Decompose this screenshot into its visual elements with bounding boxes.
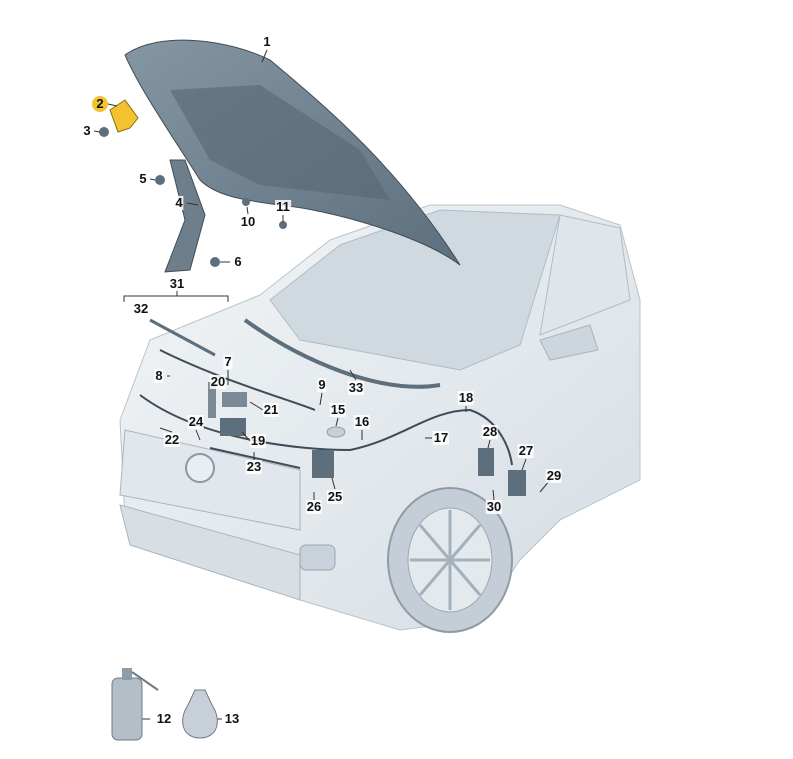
hood-strut — [164, 159, 206, 273]
callout-30[interactable]: 30 — [485, 499, 503, 514]
callout-13[interactable]: 13 — [223, 711, 241, 726]
mirror — [539, 324, 599, 361]
hook-27 — [508, 470, 526, 496]
lock-25 — [312, 450, 334, 478]
lower-bumper — [119, 504, 301, 601]
callout-4[interactable]: 4 — [174, 195, 184, 210]
callout-33[interactable]: 33 — [347, 380, 365, 395]
callout-12[interactable]: 12 — [155, 711, 173, 726]
seal-7 — [149, 318, 216, 357]
callout-18[interactable]: 18 — [457, 390, 475, 405]
seal-33 — [243, 318, 441, 389]
hook-28 — [478, 448, 494, 476]
windshield — [269, 209, 561, 371]
callout-11[interactable]: 11 — [275, 199, 291, 214]
vw-badge — [185, 453, 215, 483]
callout-31[interactable]: 31 — [168, 276, 186, 291]
grille — [119, 429, 301, 531]
callout-23[interactable]: 23 — [245, 459, 263, 474]
callout-1[interactable]: 1 — [262, 34, 272, 49]
callout-5[interactable]: 5 — [138, 171, 148, 186]
callout-6[interactable]: 6 — [233, 254, 243, 269]
callout-21[interactable]: 21 — [262, 402, 280, 417]
callout-2-highlighted[interactable]: 2 — [92, 96, 108, 112]
support-20 — [208, 382, 216, 418]
bracket-21 — [222, 392, 247, 407]
callout-22[interactable]: 22 — [163, 432, 181, 447]
callout-20[interactable]: 20 — [209, 374, 227, 389]
callout-9[interactable]: 9 — [317, 377, 327, 392]
callout-7[interactable]: 7 — [223, 354, 233, 369]
grease-bag — [182, 689, 218, 739]
fog-light — [299, 544, 336, 571]
callout-15[interactable]: 15 — [329, 402, 347, 417]
lock-19 — [220, 418, 246, 436]
callout-3[interactable]: 3 — [82, 123, 92, 138]
grease-can — [111, 677, 143, 741]
callout-24[interactable]: 24 — [187, 414, 205, 429]
callout-10[interactable]: 10 — [239, 214, 257, 229]
callout-17[interactable]: 17 — [432, 430, 450, 445]
hood-hinge-part-2 — [109, 99, 139, 133]
callout-25[interactable]: 25 — [326, 489, 344, 504]
callout-8[interactable]: 8 — [154, 368, 164, 383]
callout-29[interactable]: 29 — [545, 468, 563, 483]
callout-27[interactable]: 27 — [517, 443, 535, 458]
callout-19[interactable]: 19 — [249, 433, 267, 448]
callout-26[interactable]: 26 — [305, 499, 323, 514]
callout-16[interactable]: 16 — [353, 414, 371, 429]
callout-28[interactable]: 28 — [481, 424, 499, 439]
callout-32[interactable]: 32 — [132, 301, 150, 316]
side-window — [539, 214, 631, 336]
